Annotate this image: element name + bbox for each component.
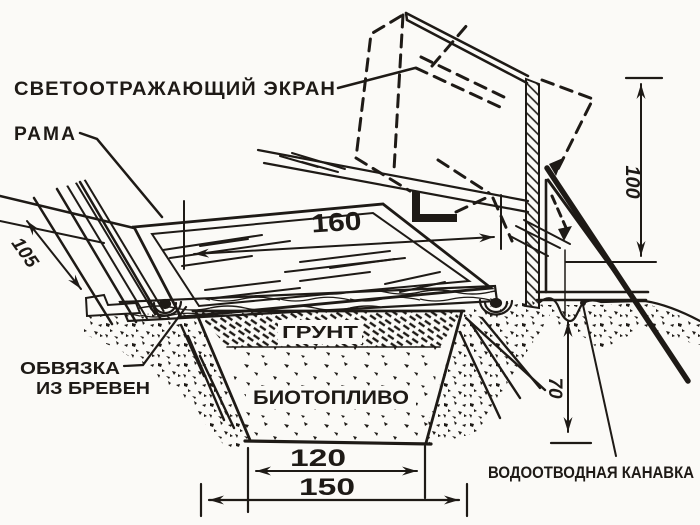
reflective-screen bbox=[354, 11, 691, 384]
screen-leader bbox=[336, 66, 417, 90]
soil-label-bg bbox=[278, 320, 362, 344]
binding-label-line1: ОБВЯЗКА bbox=[20, 358, 120, 378]
biofuel-label-bg bbox=[246, 386, 416, 409]
biofuel-label: БИОТОПЛИВО bbox=[253, 388, 409, 409]
pivot-bracket bbox=[412, 191, 457, 222]
dim-70: 70 bbox=[544, 377, 565, 399]
frame-outer-border bbox=[131, 202, 495, 319]
fold-arrowhead bbox=[558, 226, 572, 241]
log-end-right bbox=[478, 297, 514, 316]
dashed-arrowhead bbox=[549, 158, 563, 176]
rail-board-texture bbox=[60, 178, 168, 322]
screen-dashed-outline bbox=[354, 13, 596, 243]
support-pole bbox=[544, 165, 691, 384]
binding-label-line2: ИЗ БРЕВЕН bbox=[36, 378, 150, 398]
dimension-lines bbox=[26, 76, 664, 518]
ground-profile-line bbox=[538, 297, 700, 323]
soil-label: ГРУНТ bbox=[282, 322, 358, 342]
screen-post bbox=[525, 77, 540, 310]
dim-100: 100 bbox=[621, 165, 643, 198]
earth-left bbox=[84, 312, 250, 452]
screen-label: СВЕТООТРАЖАЮЩИЙ ЭКРАН bbox=[14, 78, 336, 100]
dimension-values: 105 160 100 70 120 150 bbox=[7, 165, 643, 501]
earth-far-right bbox=[545, 303, 700, 350]
pit-bottom bbox=[243, 439, 433, 446]
text-labels: СВЕТООТРАЖАЮЩИЙ ЭКРАН РАМА ГРУНТ ОБВЯЗКА… bbox=[14, 78, 694, 482]
binding-leader bbox=[122, 305, 188, 368]
ditch-leader bbox=[582, 304, 617, 457]
dim-120: 120 bbox=[290, 445, 346, 472]
back-boards bbox=[256, 148, 530, 214]
pit-right-wall bbox=[424, 309, 464, 445]
dim-150: 150 bbox=[299, 474, 355, 501]
drainage-label: ВОДООТВОДНАЯ КАНАВКА bbox=[488, 464, 694, 482]
ditch-leader-dot bbox=[580, 300, 586, 306]
ground-cross-section bbox=[84, 284, 700, 452]
dim-160: 160 bbox=[311, 206, 363, 239]
frame-leader bbox=[78, 131, 164, 219]
frame-label: РАМА bbox=[14, 124, 77, 145]
frame-inner-border bbox=[150, 211, 472, 308]
leader-lines bbox=[78, 66, 617, 457]
pit-left-wall bbox=[194, 310, 252, 442]
